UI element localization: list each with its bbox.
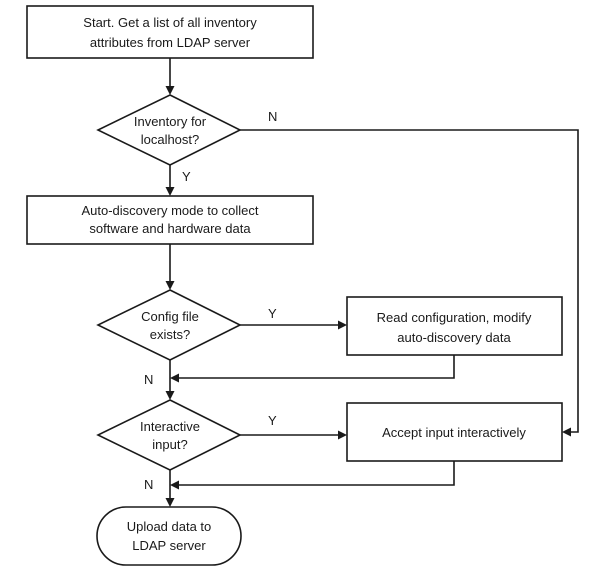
auto-discovery-line1: Auto-discovery mode to collect: [81, 203, 258, 218]
label-localhost-no: N: [268, 109, 277, 124]
auto-discovery-box: [26, 195, 314, 245]
label-interactive-yes: Y: [268, 413, 277, 428]
start-box-line1: Start. Get a list of all inventory: [83, 15, 257, 30]
decision-config-line2: exists?: [150, 327, 190, 342]
arrowhead-localhost: [165, 86, 175, 95]
arrowhead-auto-discovery: [165, 187, 175, 196]
decision-interactive-line1: Interactive: [140, 419, 200, 434]
start-box: [26, 5, 314, 59]
end-terminal-line2: LDAP server: [132, 538, 206, 553]
auto-discovery-line2: software and hardware data: [89, 221, 251, 236]
edge-read-config-return: [178, 355, 455, 379]
arrowhead-config: [165, 281, 175, 290]
accept-input-line1: Accept input interactively: [382, 425, 526, 440]
end-terminal: [96, 506, 242, 566]
end-terminal-line1: Upload data to: [127, 519, 212, 534]
read-config-line2: auto-discovery data: [397, 330, 511, 345]
label-config-yes: Y: [268, 306, 277, 321]
arrowhead-read-config: [338, 320, 347, 330]
decision-config-line1: Config file: [141, 309, 199, 324]
decision-localhost-line2: localhost?: [141, 132, 200, 147]
edge-localhost-no: [240, 129, 579, 433]
read-config-box: [346, 296, 563, 356]
edge-accept-return: [178, 461, 455, 486]
accept-input-box: [346, 402, 563, 462]
arrowhead-interactive: [165, 391, 175, 400]
decision-localhost-line1: Inventory for: [134, 114, 207, 129]
arrowhead-accept-from-localhost: [562, 427, 571, 437]
arrowhead-merge-config: [170, 373, 179, 383]
read-config-line1: Read configuration, modify: [377, 310, 532, 325]
start-box-line2: attributes from LDAP server: [90, 35, 251, 50]
decision-interactive-line2: input?: [152, 437, 187, 452]
label-config-no: N: [144, 372, 153, 387]
label-localhost-yes: Y: [182, 169, 191, 184]
arrowhead-merge-accept: [170, 480, 179, 490]
arrowhead-end: [165, 498, 175, 507]
decision-interactive: [96, 399, 242, 471]
decision-config: [96, 289, 242, 361]
decision-localhost: [96, 94, 242, 166]
label-interactive-no: N: [144, 477, 153, 492]
arrowhead-accept-from-interactive: [338, 430, 347, 440]
